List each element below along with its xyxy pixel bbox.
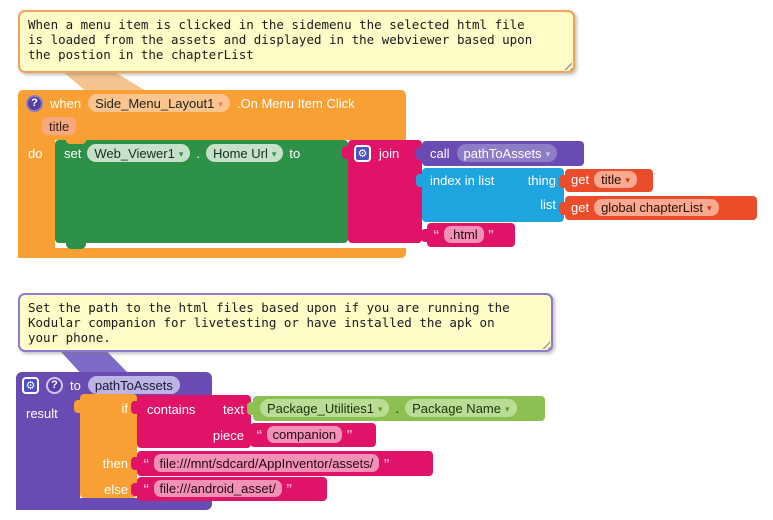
text-input[interactable]: file:///mnt/sdcard/AppInventor/assets/ bbox=[153, 454, 380, 472]
text-value: companion bbox=[272, 427, 337, 442]
dropdown-value: global chapterList bbox=[601, 200, 703, 215]
component-property-block[interactable]: Package_Utilities1 ▾ . Package Name ▾ bbox=[247, 396, 545, 421]
property-dropdown[interactable]: Package Name ▾ bbox=[405, 399, 517, 417]
join-label: join bbox=[379, 146, 400, 161]
chevron-down-icon: ▾ bbox=[505, 403, 510, 414]
list-label: list bbox=[540, 197, 556, 212]
text-string-block[interactable]: “ file:///mnt/sdcard/AppInventor/assets/… bbox=[131, 451, 433, 476]
to-keyword: to bbox=[289, 145, 301, 161]
piece-label: piece bbox=[212, 428, 244, 443]
dropdown-value: Package_Utilities1 bbox=[267, 400, 374, 416]
get-keyword: get bbox=[571, 200, 590, 215]
else-label: else bbox=[104, 482, 128, 497]
chevron-down-icon: ▾ bbox=[218, 98, 223, 109]
help-icon[interactable]: ? bbox=[46, 376, 63, 394]
chevron-down-icon: ▾ bbox=[271, 148, 277, 159]
event-param-chip[interactable]: title bbox=[42, 117, 77, 135]
comment-tail bbox=[61, 71, 146, 91]
close-quote: ” bbox=[346, 427, 353, 442]
index-in-list-block[interactable]: index in list thing list bbox=[416, 168, 564, 222]
property-dropdown[interactable]: Home Url ▾ bbox=[205, 144, 284, 162]
text-string-block[interactable]: “ file:///android_asset/ ” bbox=[131, 477, 327, 501]
comment-text: When a menu item is clicked in the sidem… bbox=[28, 17, 533, 62]
text-label: text bbox=[223, 402, 244, 417]
component-dropdown[interactable]: Side_Menu_Layout1 ▾ bbox=[88, 94, 230, 112]
contains-block[interactable]: contains text piece bbox=[131, 395, 251, 448]
dot-separator: . bbox=[196, 145, 200, 161]
to-keyword: to bbox=[70, 377, 81, 393]
component-dropdown[interactable]: Package_Utilities1 ▾ bbox=[260, 399, 390, 417]
text-input[interactable]: file:///android_asset/ bbox=[153, 480, 282, 497]
dot-separator: . bbox=[395, 400, 400, 416]
get-variable-block[interactable]: get global chapterList ▾ bbox=[559, 196, 757, 220]
procedure-block-left-strip[interactable]: result bbox=[16, 398, 80, 510]
component-dropdown[interactable]: Web_Viewer1 ▾ bbox=[87, 144, 191, 162]
close-quote: ” bbox=[487, 227, 495, 242]
text-string-block[interactable]: “ .html ” bbox=[421, 223, 515, 247]
close-quote: ” bbox=[285, 481, 293, 496]
comment-box-procedure[interactable]: Set the path to the html files based upo… bbox=[18, 293, 553, 352]
set-property-block[interactable]: set Web_Viewer1 ▾ . Home Url ▾ to bbox=[55, 139, 348, 249]
contains-label: contains bbox=[147, 402, 196, 417]
text-string-block[interactable]: “ companion ” bbox=[244, 423, 376, 447]
comment-box-event[interactable]: When a menu item is clicked in the sidem… bbox=[18, 10, 575, 73]
do-label: do bbox=[28, 146, 43, 161]
gear-icon[interactable]: ⚙ bbox=[354, 145, 371, 162]
dropdown-value: pathToAssets bbox=[463, 145, 542, 161]
index-in-list-label: index in list bbox=[430, 173, 495, 188]
chevron-down-icon: ▾ bbox=[625, 175, 630, 185]
call-keyword: call bbox=[430, 145, 450, 161]
join-block[interactable]: ⚙ join bbox=[342, 140, 422, 243]
text-input[interactable]: companion bbox=[266, 426, 343, 443]
open-quote: “ bbox=[256, 427, 263, 442]
get-variable-block[interactable]: get title ▾ bbox=[559, 169, 653, 192]
procedure-block-header[interactable]: ⚙ ? to pathToAssets bbox=[16, 372, 212, 398]
thing-label: thing bbox=[527, 173, 556, 188]
statement-notch bbox=[66, 139, 86, 144]
chevron-down-icon: ▾ bbox=[377, 403, 383, 414]
if-label: if bbox=[121, 401, 129, 416]
close-quote: ” bbox=[383, 455, 390, 471]
set-keyword: set bbox=[64, 145, 82, 161]
procedure-block-bottom-bar[interactable] bbox=[16, 498, 212, 510]
result-label: result bbox=[26, 406, 58, 421]
procedure-name-input[interactable]: pathToAssets bbox=[87, 376, 180, 394]
text-value: file:///android_asset/ bbox=[159, 481, 276, 496]
procedure-dropdown[interactable]: pathToAssets ▾ bbox=[456, 144, 558, 162]
event-block-header[interactable]: ? when Side_Menu_Layout1 ▾ .On Menu Item… bbox=[18, 90, 406, 140]
text-input[interactable]: .html bbox=[443, 226, 484, 243]
open-quote: “ bbox=[143, 455, 150, 471]
dropdown-value: Web_Viewer1 bbox=[94, 145, 175, 161]
help-icon[interactable]: ? bbox=[26, 94, 43, 112]
resize-handle-icon[interactable] bbox=[562, 60, 572, 70]
chevron-down-icon: ▾ bbox=[706, 203, 712, 213]
text-value: .html bbox=[449, 227, 478, 242]
param-label: title bbox=[49, 118, 70, 134]
call-procedure-block[interactable]: call pathToAssets ▾ bbox=[416, 141, 584, 166]
resize-handle-icon[interactable] bbox=[540, 339, 550, 349]
variable-dropdown[interactable]: global chapterList ▾ bbox=[594, 199, 719, 216]
dropdown-value: Home Url bbox=[212, 145, 268, 161]
procedure-name: pathToAssets bbox=[94, 377, 173, 393]
comment-tail bbox=[59, 350, 128, 373]
chevron-down-icon: ▾ bbox=[545, 148, 551, 159]
text-value: file:///mnt/sdcard/AppInventor/assets/ bbox=[159, 455, 374, 471]
event-block-left-strip[interactable]: do bbox=[18, 140, 55, 258]
event-block-bottom-bar[interactable] bbox=[18, 248, 406, 258]
open-quote: “ bbox=[433, 227, 440, 242]
event-name: .On Menu Item Click bbox=[236, 95, 355, 111]
dropdown-value: title bbox=[601, 172, 622, 187]
comment-text: Set the path to the html files based upo… bbox=[28, 300, 510, 345]
variable-dropdown[interactable]: title ▾ bbox=[594, 171, 637, 188]
get-keyword: get bbox=[571, 172, 590, 187]
chevron-down-icon: ▾ bbox=[178, 148, 184, 159]
dropdown-value: Package Name bbox=[412, 400, 501, 416]
dropdown-value: Side_Menu_Layout1 bbox=[95, 95, 215, 111]
when-keyword: when bbox=[50, 95, 82, 111]
gear-icon[interactable]: ⚙ bbox=[22, 376, 39, 394]
statement-bump bbox=[66, 242, 86, 249]
open-quote: “ bbox=[143, 481, 150, 496]
if-then-else-block[interactable]: if then else bbox=[74, 394, 137, 498]
then-label: then bbox=[102, 456, 128, 471]
